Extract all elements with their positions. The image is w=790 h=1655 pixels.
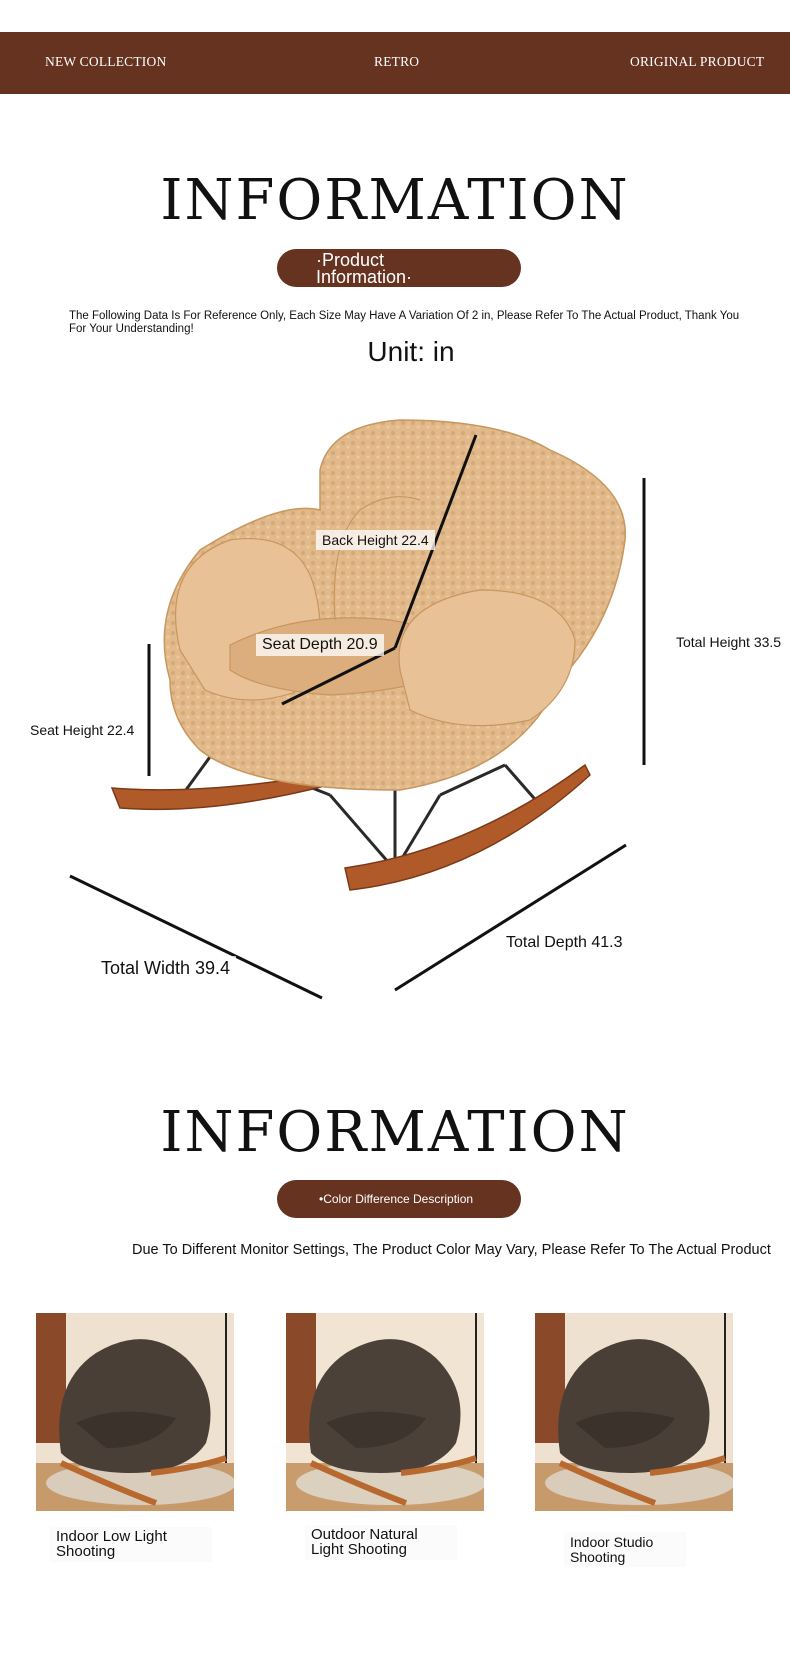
total-depth-line: [394, 843, 627, 992]
back-height-line: [393, 434, 478, 649]
product-information-pill: ·Product Information·: [277, 249, 521, 287]
banner-original-product: ORIGINAL PRODUCT: [630, 54, 765, 69]
caption-indoor-low-light: Indoor Low Light Shooting: [50, 1527, 212, 1562]
top-banner: NEW COLLECTION RETRO ORIGINAL PRODUCT: [0, 32, 790, 94]
chair-photo-outdoor-natural-light: [286, 1313, 484, 1511]
back-height-label: Back Height 22.4: [316, 530, 435, 550]
total-height-label: Total Height 33.5: [670, 632, 788, 652]
reference-note: The Following Data Is For Reference Only…: [69, 310, 740, 335]
caption-indoor-studio: Indoor Studio Shooting: [564, 1532, 686, 1567]
seat-height-label: Seat Height 22.4: [24, 720, 141, 740]
chair-photo-indoor-low-light: [36, 1313, 234, 1511]
total-depth-label: Total Depth 41.3: [500, 932, 629, 954]
product-information-label: ·Product Information·: [316, 250, 413, 287]
color-variance-note: Due To Different Monitor Settings, The P…: [132, 1242, 771, 1258]
rocking-chair-image: [110, 419, 626, 891]
chair-photo-indoor-studio: [535, 1313, 733, 1511]
section-heading-information: INFORMATION: [160, 168, 630, 233]
banner-new-collection: NEW COLLECTION: [45, 54, 167, 69]
unit-label: Unit: in: [367, 336, 455, 367]
total-width-line: [69, 874, 323, 1000]
seat-depth-label: Seat Depth 20.9: [256, 634, 384, 656]
seat-depth-line: [281, 646, 396, 706]
banner-retro: RETRO: [374, 54, 420, 69]
color-difference-label: •Color Difference Description: [319, 1192, 474, 1206]
color-difference-pill: •Color Difference Description: [277, 1180, 521, 1218]
section-heading-information-2: INFORMATION: [160, 1100, 630, 1165]
total-width-label: Total Width 39.4: [95, 956, 237, 981]
chair-dimension-diagram: [69, 419, 646, 1000]
caption-outdoor-natural-light: Outdoor Natural Light Shooting: [305, 1525, 457, 1560]
